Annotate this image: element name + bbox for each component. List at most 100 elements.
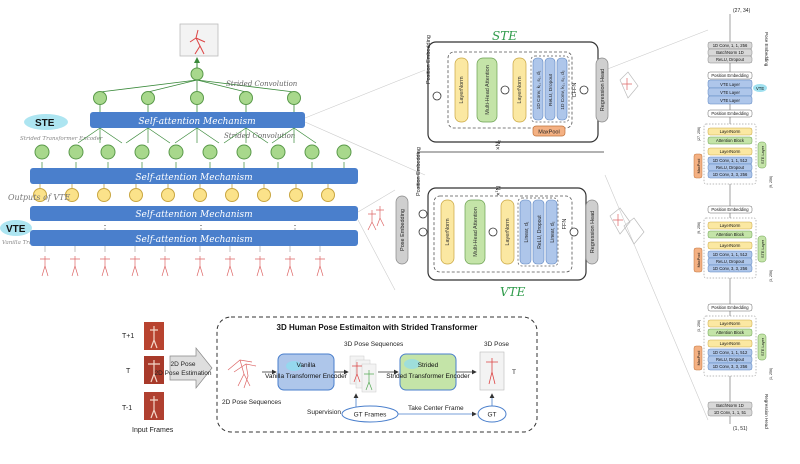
strided-edge — [125, 127, 149, 144]
ste-ln2-1-label: LayerNorm — [720, 149, 741, 154]
dots-1: ⋮ — [100, 224, 110, 235]
ste-layer-tag-3 — [757, 333, 767, 361]
pipeline-vte-line1: Vanilla — [296, 362, 315, 369]
ste-conv-b-2 — [707, 264, 753, 273]
input-pose-figure — [315, 256, 325, 277]
vte-ffn-label: FFN — [562, 219, 568, 230]
vte-pose-embedding-label: Pose Embedding — [400, 209, 406, 251]
vte-output-node — [33, 188, 47, 202]
ste-mid-node — [134, 144, 150, 160]
ste-maxpool-label-1: MaxPool — [697, 158, 701, 173]
vte-add-node-1 — [418, 227, 428, 237]
vte-repeat: N₁× — [494, 186, 500, 196]
ste-mid-node — [100, 144, 116, 160]
bn-in-label: BatchNorm 1D — [716, 50, 743, 55]
ste-conv2 — [556, 57, 568, 121]
strided-edge — [77, 127, 101, 144]
vte-attention-label: Multi-Head Attention — [473, 207, 479, 257]
vte-linear1-label: Linear, d₁ — [524, 221, 530, 242]
input-2d-poses — [40, 246, 325, 277]
pose-2d-arrow-line1: 2D Pose — [171, 361, 196, 368]
vte-output-node — [225, 188, 239, 202]
ste-regression-head-label: Regression Head — [600, 69, 606, 112]
vte-linear1 — [519, 199, 532, 265]
gt-label: GT — [487, 412, 496, 419]
ste-conv-a-1-label: 1D Conv, 1, 1, 512 — [713, 158, 748, 163]
ste-ln2-1 — [707, 147, 753, 156]
vte-title: VTE — [500, 285, 526, 299]
vte-add-node-2 — [488, 227, 498, 237]
ste-relu — [544, 57, 556, 121]
input-pose-figure — [225, 256, 235, 277]
ste-block: STE Position Embedding LayerNorm Multi-H… — [426, 29, 639, 150]
conv-in-label: 1D Conv, 1, 1, 256 — [713, 43, 748, 48]
strided-edge — [223, 127, 247, 144]
take-center-label: Take Center Frame — [408, 405, 464, 412]
ste-ln2-2 — [707, 241, 753, 250]
frame-label-t: T — [126, 368, 131, 375]
vte-output-node — [129, 188, 143, 202]
ste-layernorm-1 — [454, 57, 469, 123]
strided-conv-mid-edges — [41, 127, 345, 168]
ste-add-node-3 — [579, 85, 589, 95]
pipeline-tau: T — [512, 369, 516, 376]
strided-conv-mid-nodes — [34, 144, 352, 160]
vte-attention-bar-2-label: Self-attention Mechanism — [135, 210, 252, 220]
ste-position-embedding: Position Embedding — [426, 35, 432, 84]
ste-relu-3-label: ReLU, Dropout — [716, 357, 745, 362]
vte-input-pose-icon — [367, 206, 385, 231]
vte-output-node — [193, 188, 207, 202]
relu-in-label: ReLU, Dropout — [716, 57, 745, 62]
ste-mid-node — [336, 144, 352, 160]
top-3d-pose-icon — [179, 23, 219, 57]
ste-maxpool-3 — [693, 345, 703, 371]
vte-output-node — [321, 188, 335, 202]
ste-attention-bar — [90, 112, 305, 128]
shape-in-3: (3, 256) — [697, 320, 701, 332]
vte-output-node — [161, 188, 175, 202]
ste-ln1-1 — [707, 127, 753, 136]
input-pose-figure — [285, 256, 295, 277]
frame-label-t1: T+1 — [122, 333, 134, 340]
ste-conv1-label: 1D Conv, k₁, s₁, d₁ — [536, 70, 542, 109]
dots-2: ⋮ — [196, 224, 206, 235]
output-shape: (1, 51) — [733, 426, 748, 432]
ste-conv-b-2-label: 1D Conv, 3, 3, 256 — [713, 266, 748, 271]
pose-3d-sequences-label: 3D Pose Sequences — [344, 341, 404, 348]
ste-left-label: STE — [35, 118, 55, 129]
ste-ln1-3 — [707, 319, 753, 328]
vte-highlight — [0, 220, 32, 236]
gt-frames-label: GT Frames — [354, 412, 387, 419]
ste-repeat: ×N₂ — [496, 139, 502, 150]
ste-top-node — [287, 91, 301, 105]
ste-layer-frame-1 — [703, 123, 757, 185]
vte-left-label: VTE — [6, 224, 26, 235]
strided-conv-top-edges — [99, 79, 295, 112]
ste-output-pose-icon — [619, 71, 639, 99]
strided-edge — [174, 127, 198, 144]
ste-ln1-2-label: LayerNorm — [720, 223, 741, 228]
ste-ln1-3-label: LayerNorm — [720, 321, 741, 326]
ste-title: STE — [492, 29, 517, 43]
ste-maxpool-1 — [693, 153, 703, 179]
ste-layernorm-2 — [512, 57, 527, 123]
vte-layernorm-1-label: LayerNorm — [445, 218, 451, 246]
vte-output-nodes — [33, 184, 335, 202]
vte-attention-bar-1-label: Self-attention Mechanism — [135, 173, 252, 183]
ste-ln2-3-label: LayerNorm — [720, 341, 741, 346]
ste-attn-2 — [707, 230, 753, 239]
vte-regression-head-label: Regression Head — [590, 211, 596, 254]
pipeline-ste-line1: Strided — [418, 362, 439, 369]
ste-ln1-2 — [707, 221, 753, 230]
ste-highlight — [24, 114, 68, 130]
ste-conv-b-3-label: 1D Conv, 3, 3, 256 — [713, 364, 748, 369]
ste-top-node — [93, 91, 107, 105]
vte-add-node-3 — [569, 227, 579, 237]
ste-layernorm-1-label: LayerNorm — [459, 76, 465, 104]
input-pose-figure — [130, 256, 140, 277]
conv-out-label: 1D Conv, 1, 1, 51 — [714, 410, 747, 415]
ste-layer-tag-1 — [757, 141, 767, 169]
right-panel: (27, 34) Pose Embedding Pose Embedding R… — [693, 8, 773, 432]
pose-3d-label: 3D Pose — [484, 341, 509, 348]
position-embedding-4-label: Position Embedding — [711, 305, 749, 310]
